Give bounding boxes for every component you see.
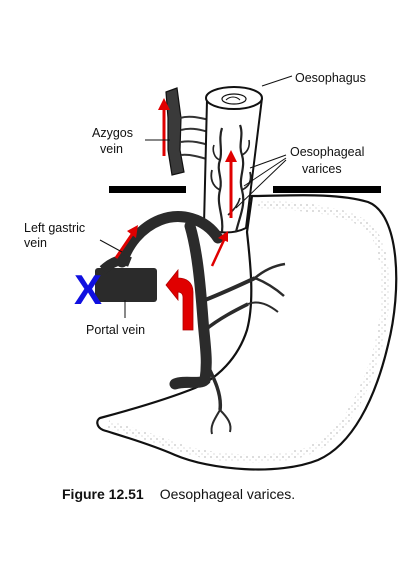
- figure-caption: Figure 12.51 Oesophageal varices.: [62, 486, 295, 503]
- obstruction-x-mark: X: [74, 266, 102, 313]
- figure-number: Figure 12.51: [62, 486, 144, 502]
- left-gastric-flow-arrow: [114, 225, 138, 259]
- diaphragm-right: [273, 186, 381, 193]
- left-gastric-vein-label-line1: Left gastric: [24, 221, 85, 235]
- azygos-flow-arrow: [158, 98, 170, 156]
- diaphragm-left: [109, 186, 186, 193]
- oesophageal-varices-label-line2: varices: [302, 162, 342, 176]
- stomach: [96, 194, 398, 471]
- flow-arrows: [114, 98, 237, 331]
- oesophageal-inflow-arrow: [210, 231, 228, 267]
- leader-lines: [99, 75, 293, 318]
- portal-reverse-flow-arrow: [165, 268, 194, 331]
- portal-vein-label: Portal vein: [86, 323, 145, 337]
- oesophageal-varices-label-line1: Oesophageal: [290, 145, 364, 159]
- azygos-vein-label-line2: vein: [100, 142, 123, 156]
- varices-flow-arrow: [225, 150, 237, 218]
- azygos-vein-label-line1: Azygos: [92, 126, 133, 140]
- portal-vein: [95, 268, 157, 302]
- portal-venous-system: [95, 211, 286, 435]
- figure-caption-text: Oesophageal varices.: [160, 486, 295, 502]
- oesophagus-label: Oesophagus: [295, 71, 366, 85]
- left-gastric-vein-label-line2: vein: [24, 236, 47, 250]
